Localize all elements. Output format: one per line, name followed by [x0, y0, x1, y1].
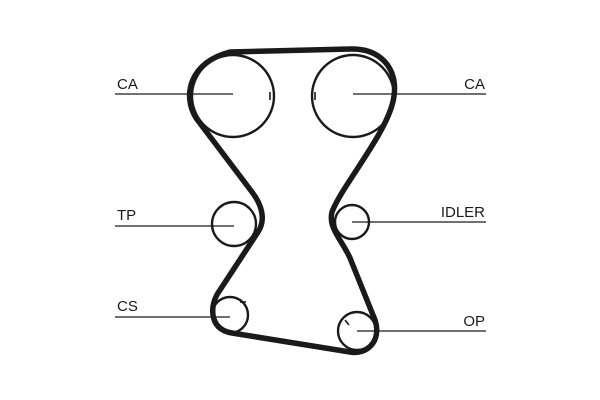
label-cam-right: CA: [464, 76, 485, 93]
label-cam-left: CA: [117, 76, 138, 93]
camshaft-pulley-right: [310, 53, 396, 139]
label-tensioner: TP: [117, 207, 136, 224]
label-idler: IDLER: [441, 204, 485, 221]
crankshaft-pulley: [210, 295, 250, 335]
camshaft-pulley-left: [190, 53, 276, 139]
timing-mark-oilpump: [344, 319, 350, 326]
label-oil-pump: OP: [463, 313, 485, 330]
label-crankshaft: CS: [117, 298, 138, 315]
tensioner-pulley: [210, 200, 258, 248]
